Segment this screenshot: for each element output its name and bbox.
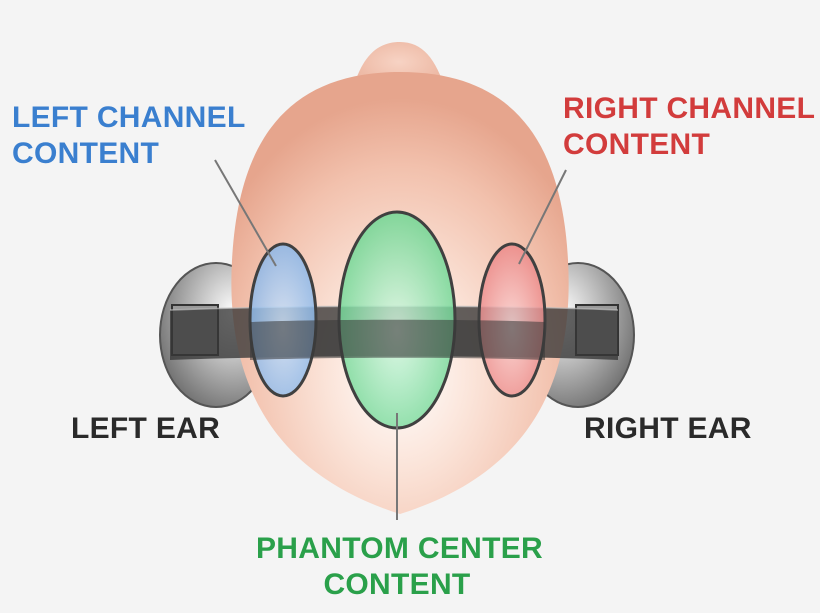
left-ear-label: LEFT EAR	[71, 412, 221, 445]
left-channel-ellipse	[248, 242, 318, 398]
left-channel-label: LEFT CHANNEL CONTENT	[12, 100, 246, 172]
right-channel-label: RIGHT CHANNEL CONTENT	[563, 91, 815, 163]
right-channel-ellipse	[477, 242, 547, 398]
right-channel-label-line1: RIGHT CHANNEL	[563, 92, 816, 125]
phantom-center-label: PHANTOM CENTER CONTENT	[256, 531, 543, 603]
left-channel-pointer	[214, 159, 277, 267]
right-channel-pointer	[518, 169, 567, 265]
left-channel-label-line1: LEFT CHANNEL	[12, 101, 246, 134]
right-ear-label: RIGHT EAR	[584, 412, 752, 445]
phantom-center-label-line2: CONTENT	[323, 568, 471, 601]
phantom-center-label-line1: PHANTOM CENTER	[256, 532, 543, 565]
left-channel-label-line2: CONTENT	[12, 137, 160, 170]
right-channel-label-line2: CONTENT	[563, 128, 711, 161]
